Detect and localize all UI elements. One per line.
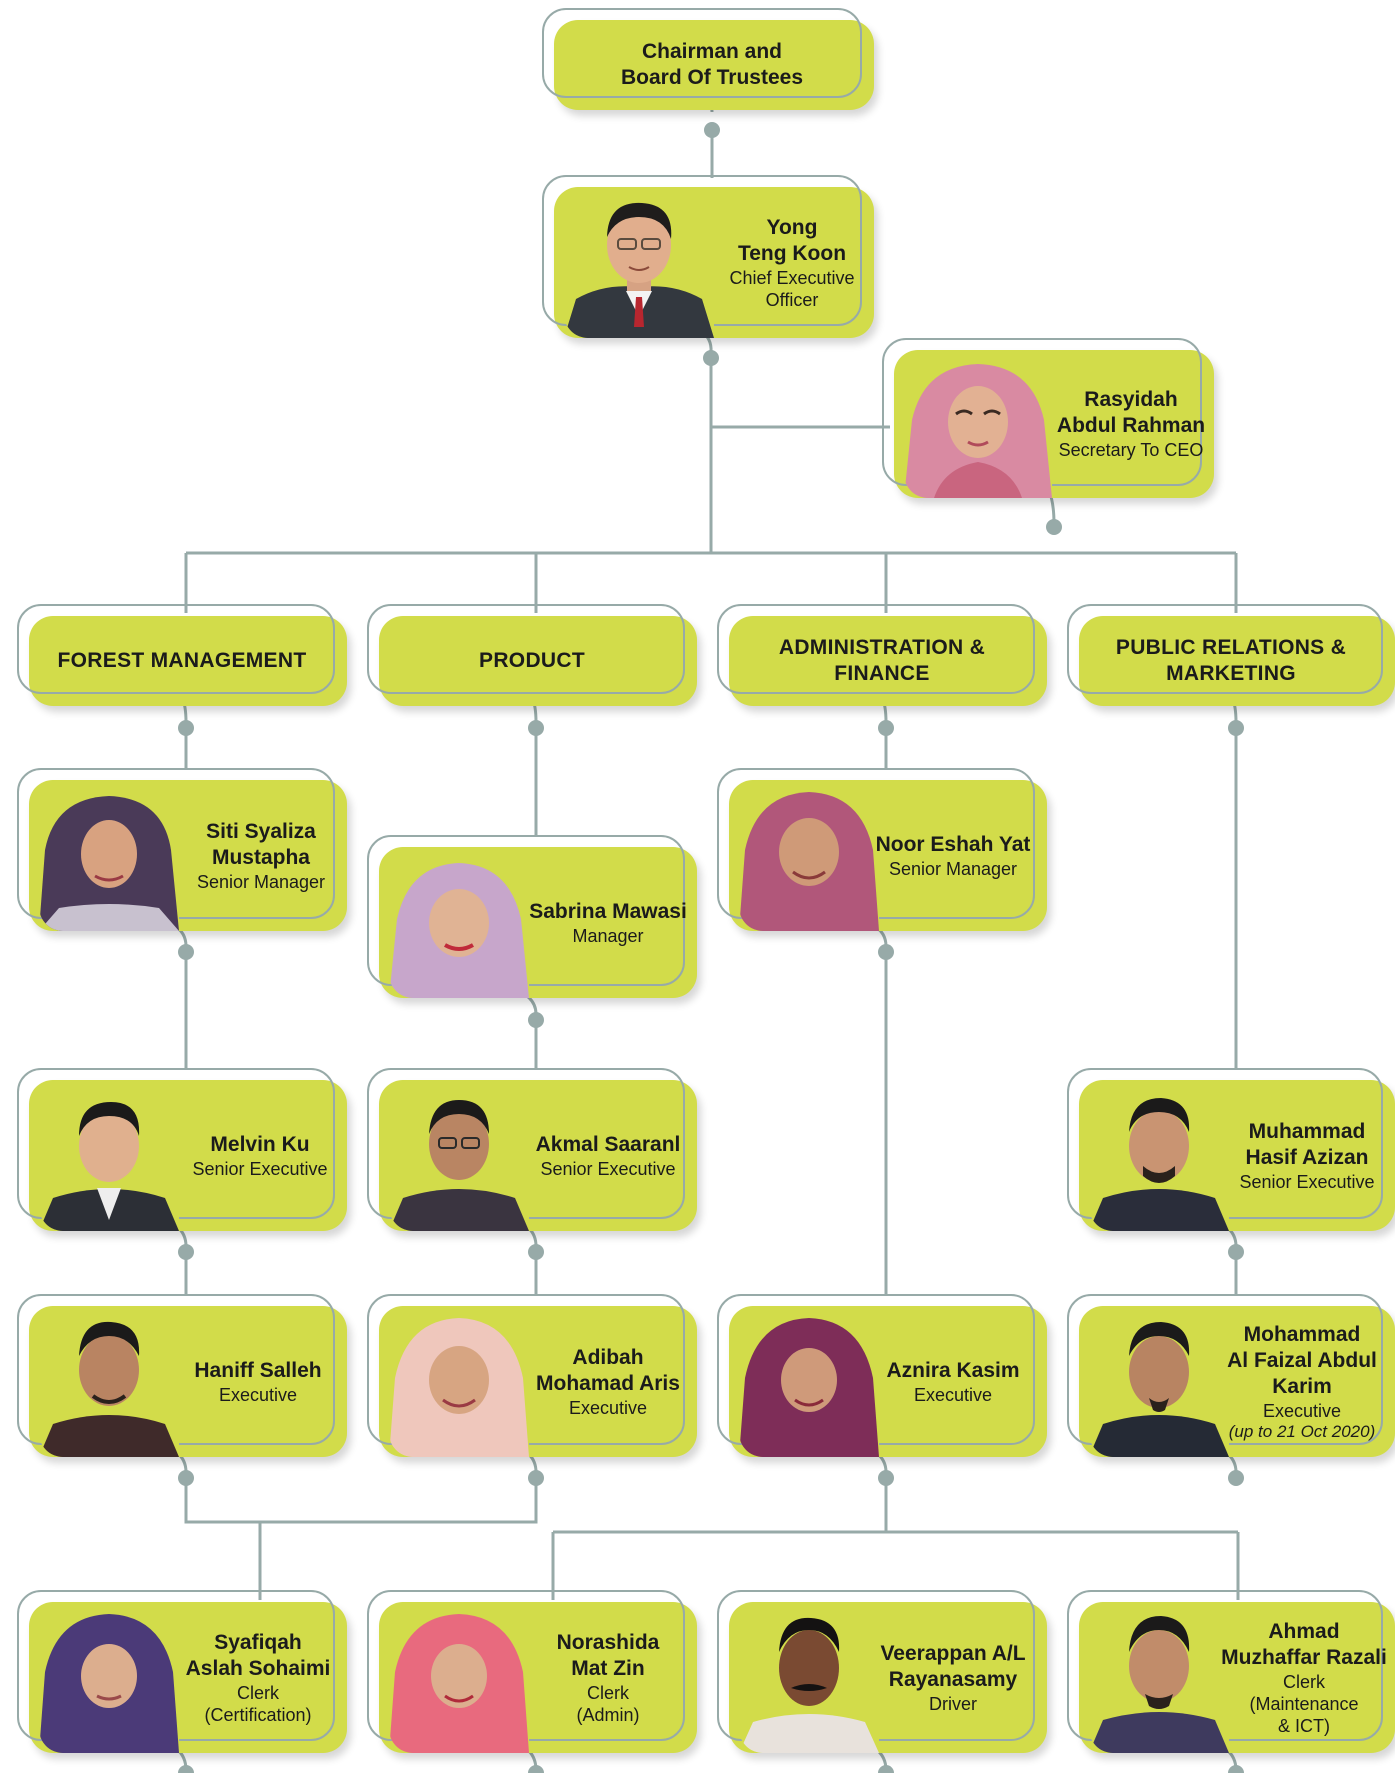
noor-name: Noor Eshah Yat bbox=[875, 832, 1031, 856]
aznira-name: Aznira Kasim bbox=[886, 1358, 1020, 1382]
melvin-name: Melvin Ku bbox=[210, 1132, 310, 1156]
sabrina-role: Manager bbox=[572, 925, 644, 946]
dot-norashida bbox=[528, 1765, 544, 1773]
staff-sabrina: Sabrina Mawasi Manager bbox=[367, 835, 697, 998]
dot-product bbox=[528, 720, 544, 736]
dot-ahmad bbox=[1228, 1765, 1244, 1773]
haniff-name: Haniff Salleh bbox=[194, 1358, 322, 1382]
akmal-name: Akmal Saaranl bbox=[535, 1132, 681, 1156]
dot-veerappan bbox=[878, 1765, 894, 1773]
adibah-photo bbox=[389, 1306, 529, 1457]
ahmad-role: Clerk (Maintenance & ICT) bbox=[1249, 1671, 1359, 1736]
clerk-join-left bbox=[184, 1478, 538, 1524]
secretary-name: Rasyidah Abdul Rahman bbox=[1056, 388, 1206, 437]
staff-norashida: Norashida Mat Zin Clerk (Admin) bbox=[367, 1590, 697, 1753]
faizal-note: (up to 21 Oct 2020) bbox=[1228, 1421, 1376, 1441]
staff-haniff: Haniff Salleh Executive bbox=[17, 1294, 347, 1457]
staff-adibah: Adibah Mohamad Aris Executive bbox=[367, 1294, 697, 1457]
veerappan-name: Veerappan A/L Rayanasamy bbox=[880, 1641, 1026, 1691]
dot-pr bbox=[1228, 720, 1244, 736]
ceo-name: Yong Teng Koon bbox=[737, 215, 847, 265]
staff-faizal: Mohammad Al Faizal Abdul Karim Executive… bbox=[1067, 1294, 1395, 1457]
dept-forest-management: FOREST MANAGEMENT bbox=[17, 604, 347, 706]
ceo-photo bbox=[564, 187, 714, 338]
staff-siti: Siti Syaliza Mustapha Senior Manager bbox=[17, 768, 347, 931]
noor-photo bbox=[739, 780, 879, 931]
dept-administration-finance: ADMINISTRATION & FINANCE bbox=[717, 604, 1047, 706]
norashida-name: Norashida Mat Zin bbox=[556, 1630, 660, 1680]
norashida-role: Clerk (Admin) bbox=[576, 1682, 640, 1725]
syafiqah-name: Syafiqah Aslah Sohaimi bbox=[185, 1630, 331, 1680]
ceo-role: Chief Executive Officer bbox=[729, 267, 855, 310]
dot-ceo bbox=[703, 350, 719, 366]
staff-noor: Noor Eshah Yat Senior Manager bbox=[717, 768, 1047, 931]
dot-haniff bbox=[178, 1470, 194, 1486]
staff-aznira: Aznira Kasim Executive bbox=[717, 1294, 1047, 1457]
ahmad-name: Ahmad Muzhaffar Razali bbox=[1221, 1619, 1387, 1669]
secretary-role: Secretary To CEO bbox=[1058, 440, 1204, 460]
dept-forest-label: FOREST MANAGEMENT bbox=[57, 649, 307, 672]
faizal-role: Executive bbox=[1262, 1400, 1342, 1421]
melvin-role: Senior Executive bbox=[192, 1158, 328, 1179]
akmal-role: Senior Executive bbox=[540, 1158, 676, 1179]
sabrina-name: Sabrina Mawasi bbox=[529, 899, 687, 923]
hasif-photo bbox=[1089, 1080, 1229, 1231]
dot-board bbox=[704, 122, 720, 138]
secretary-photo bbox=[904, 350, 1052, 498]
dept-admin-label: ADMINISTRATION & FINANCE bbox=[778, 636, 986, 685]
veerappan-photo bbox=[739, 1602, 879, 1753]
dot-adibah bbox=[528, 1470, 544, 1486]
dot-admin bbox=[878, 720, 894, 736]
siti-name: Siti Syaliza Mustapha bbox=[206, 819, 316, 869]
dot-faizal bbox=[1228, 1470, 1244, 1486]
adibah-role: Executive bbox=[568, 1397, 648, 1418]
faizal-name: Mohammad Al Faizal Abdul Karim bbox=[1227, 1322, 1377, 1398]
siti-role: Senior Manager bbox=[196, 871, 326, 892]
staff-ahmad: Ahmad Muzhaffar Razali Clerk (Maintenanc… bbox=[1067, 1590, 1395, 1753]
staff-melvin: Melvin Ku Senior Executive bbox=[17, 1068, 347, 1231]
board-node: Chairman and Board Of Trustees bbox=[542, 8, 874, 110]
sabrina-photo bbox=[389, 847, 529, 998]
adibah-name: Adibah Mohamad Aris bbox=[536, 1345, 680, 1395]
dot-siti bbox=[178, 944, 194, 960]
akmal-photo bbox=[389, 1080, 529, 1231]
dot-sabrina bbox=[528, 1012, 544, 1028]
staff-veerappan: Veerappan A/L Rayanasamy Driver bbox=[717, 1590, 1047, 1753]
melvin-photo bbox=[39, 1080, 179, 1231]
ceo-node: Yong Teng Koon Chief Executive Officer bbox=[542, 175, 874, 338]
dot-melvin bbox=[178, 1244, 194, 1260]
aznira-photo bbox=[739, 1306, 879, 1457]
dept-product: PRODUCT bbox=[367, 604, 697, 706]
dept-product-label: PRODUCT bbox=[479, 649, 585, 672]
norashida-photo bbox=[389, 1602, 529, 1753]
noor-role: Senior Manager bbox=[888, 858, 1018, 879]
board-title: Chairman and Board Of Trustees bbox=[620, 40, 804, 89]
dot-akmal bbox=[528, 1244, 544, 1260]
staff-akmal: Akmal Saaranl Senior Executive bbox=[367, 1068, 697, 1231]
veerappan-role: Driver bbox=[929, 1693, 977, 1714]
secretary-node: Rasyidah Abdul Rahman Secretary To CEO bbox=[882, 338, 1214, 498]
faizal-photo bbox=[1089, 1306, 1229, 1457]
dept-pr-label: PUBLIC RELATIONS & MARKETING bbox=[1115, 636, 1347, 685]
dot-forest bbox=[178, 720, 194, 736]
dot-secretary bbox=[1046, 519, 1062, 535]
dot-syafiqah bbox=[178, 1765, 194, 1773]
dot-aznira bbox=[878, 1470, 894, 1486]
haniff-role: Executive bbox=[218, 1384, 298, 1405]
syafiqah-photo bbox=[39, 1602, 179, 1753]
syafiqah-role: Clerk (Certification) bbox=[204, 1682, 312, 1725]
ahmad-photo bbox=[1089, 1602, 1229, 1753]
haniff-photo bbox=[39, 1306, 179, 1457]
staff-syafiqah: Syafiqah Aslah Sohaimi Clerk (Certificat… bbox=[17, 1590, 347, 1753]
dot-noor bbox=[878, 944, 894, 960]
siti-photo bbox=[39, 780, 179, 931]
dept-public-relations-marketing: PUBLIC RELATIONS & MARKETING bbox=[1067, 604, 1395, 706]
aznira-role: Executive bbox=[913, 1384, 993, 1405]
hasif-name: Muhammad Hasif Azizan bbox=[1245, 1119, 1369, 1169]
hasif-role: Senior Executive bbox=[1239, 1171, 1375, 1192]
dot-hasif bbox=[1228, 1244, 1244, 1260]
staff-hasif: Muhammad Hasif Azizan Senior Executive bbox=[1067, 1068, 1395, 1231]
